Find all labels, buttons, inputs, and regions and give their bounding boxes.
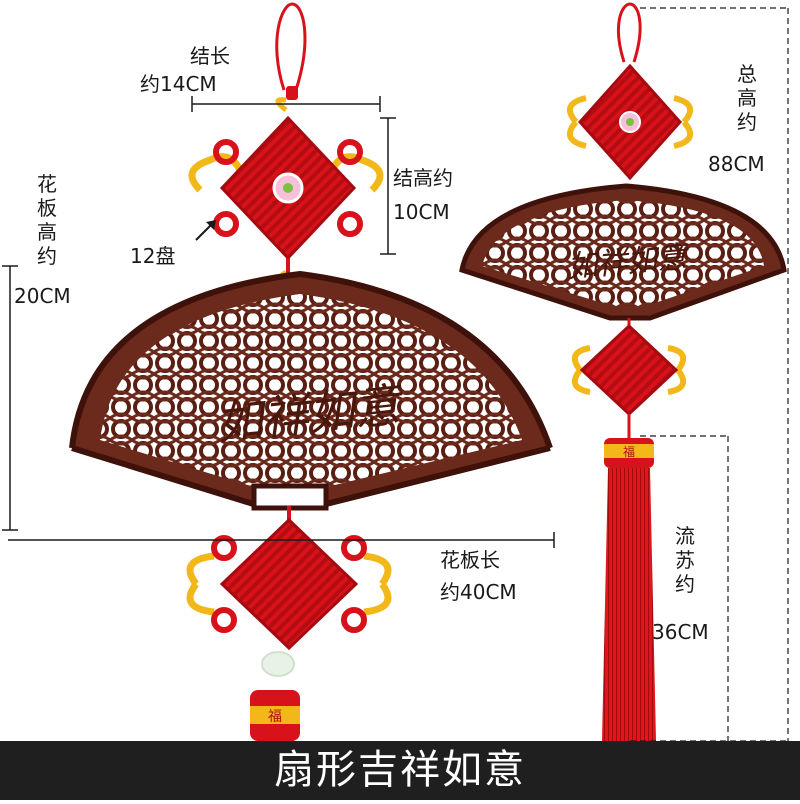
knot-height-value: 10CM — [393, 200, 450, 224]
panel-length-label: 花板长 — [440, 548, 500, 572]
panel-length-value: 约40CM — [440, 580, 517, 604]
bottom-chinese-knot: 福 — [186, 506, 392, 741]
left-tassel-label: 福 — [268, 709, 282, 725]
top-chinese-knot — [188, 97, 384, 284]
right-tassel: 福 — [602, 438, 656, 741]
measurement-lines — [2, 96, 555, 548]
tassel-length-value: 36CM — [652, 620, 709, 644]
caption-title: 扇形吉祥如意 — [274, 747, 526, 793]
right-hanging-loop — [616, 2, 642, 63]
right-hanging: 如祥如意 福 — [459, 2, 787, 741]
knot-length-value: 约14CM — [140, 72, 217, 96]
panel-height-label: 花板高约 — [37, 172, 57, 268]
hanging-loop — [275, 2, 307, 91]
caption-bar: 扇形吉祥如意 — [0, 741, 800, 800]
tassel-length-label: 流苏约 — [675, 524, 695, 596]
total-height-value: 88CM — [708, 152, 765, 176]
knot-height-label: 结高约 — [393, 166, 453, 190]
fan-panel: 如祥如意 — [69, 270, 553, 511]
right-bottom-knot — [571, 318, 687, 438]
panel-height-value: 20CM — [14, 284, 71, 308]
right-top-knot — [566, 63, 694, 181]
right-fan-panel: 如祥如意 — [459, 183, 787, 321]
right-tassel-label: 福 — [623, 444, 635, 459]
left-hanging: 如祥如意 福 — [69, 2, 553, 741]
knot-length-label: 结长 — [190, 44, 230, 68]
total-height-label: 总高约 — [737, 62, 757, 134]
knot-count-label: 12盘 — [130, 244, 176, 268]
